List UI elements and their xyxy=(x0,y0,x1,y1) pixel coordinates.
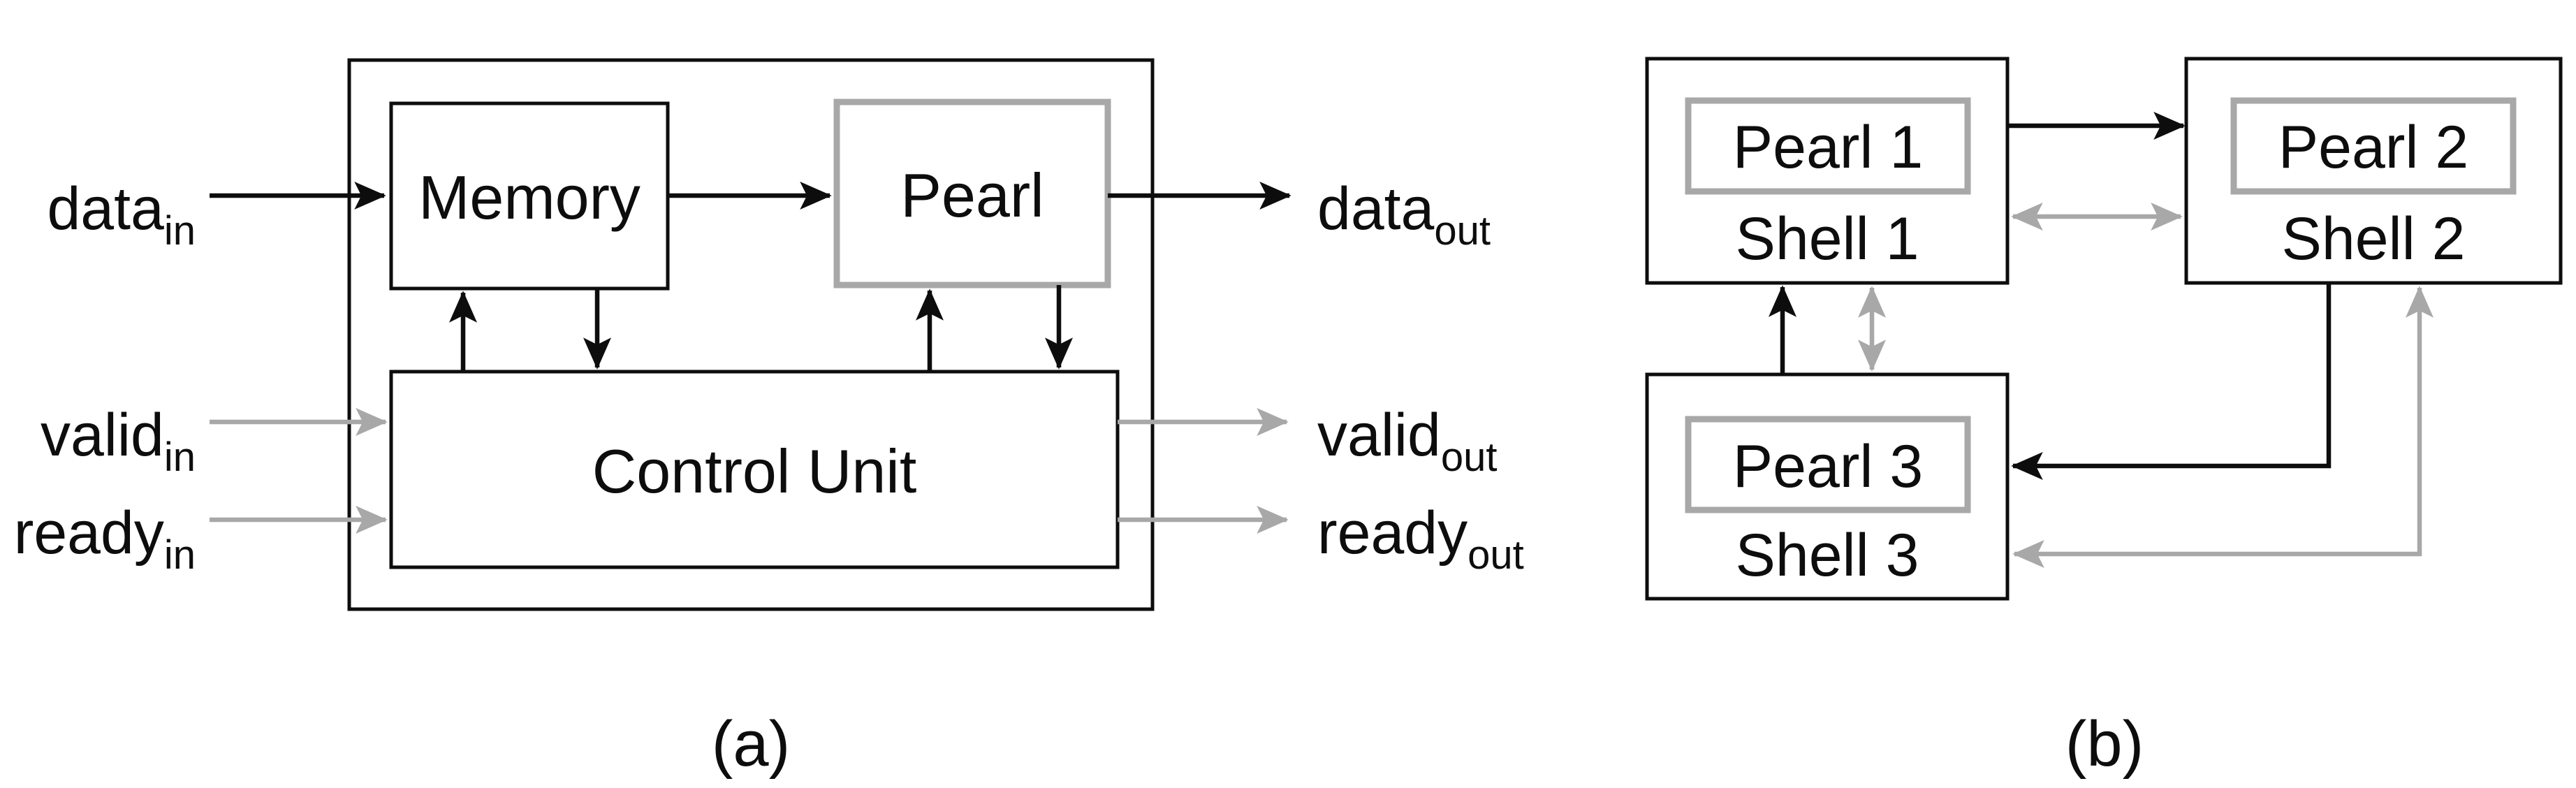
data-in-label-sub: in xyxy=(164,208,196,254)
valid-in-label: validin xyxy=(41,402,196,480)
data-out-label-base: data xyxy=(1317,175,1435,242)
pearl-label: Pearl xyxy=(900,161,1044,230)
shell2-box xyxy=(2184,57,2563,285)
shell3-label: Shell 3 xyxy=(1736,522,1919,589)
shell2-to-shell3-arrow xyxy=(2011,283,2332,481)
data-in-label-base: data xyxy=(47,175,164,242)
ready-in-label-sub: in xyxy=(164,532,196,578)
ready-out-label: readyout xyxy=(1317,499,1524,578)
valid-in-label-sub: in xyxy=(164,435,196,480)
pearl1-label: Pearl 1 xyxy=(1733,114,1924,181)
ready-out-label-base: ready xyxy=(1317,499,1468,567)
panel-b-caption: (b) xyxy=(2065,708,2144,780)
ready-in-label: readyin xyxy=(14,499,196,578)
pearl2-label: Pearl 2 xyxy=(2278,114,2469,181)
shell1-box xyxy=(1645,57,2010,285)
control-unit-label: Control Unit xyxy=(592,437,917,506)
panel-a: Memory Pearl Control Unit datain validin… xyxy=(14,58,1524,780)
data-out-label-sub: out xyxy=(1434,208,1491,254)
panel-a-caption: (a) xyxy=(712,708,790,780)
shell1-label: Shell 1 xyxy=(1736,205,1919,272)
system-boundary-box xyxy=(347,58,1155,611)
shell2-shell3-handshake-arrow xyxy=(2012,286,2434,569)
control-unit-box xyxy=(389,370,1120,569)
data-out-label: dataout xyxy=(1317,175,1491,254)
memory-label: Memory xyxy=(418,163,641,232)
valid-out-label-sub: out xyxy=(1441,435,1498,480)
ready-out-label-sub: out xyxy=(1468,532,1524,578)
pearl1-box xyxy=(1685,97,1971,195)
pearl2-box xyxy=(2230,97,2517,195)
memory-box xyxy=(389,101,670,291)
ready-in-label-base: ready xyxy=(14,499,164,567)
pearl3-label: Pearl 3 xyxy=(1733,433,1924,500)
shell2-label: Shell 2 xyxy=(2282,205,2466,272)
valid-in-label-base: valid xyxy=(41,402,164,469)
data-in-label: datain xyxy=(47,175,196,254)
valid-out-label: validout xyxy=(1317,402,1498,480)
panel-b: Pearl 1 Shell 1 Pearl 2 Shell 2 Pearl 3 … xyxy=(1645,57,2563,780)
shell3-box xyxy=(1645,372,2010,601)
valid-out-label-base: valid xyxy=(1317,402,1441,469)
pearl3-box xyxy=(1685,416,1971,513)
